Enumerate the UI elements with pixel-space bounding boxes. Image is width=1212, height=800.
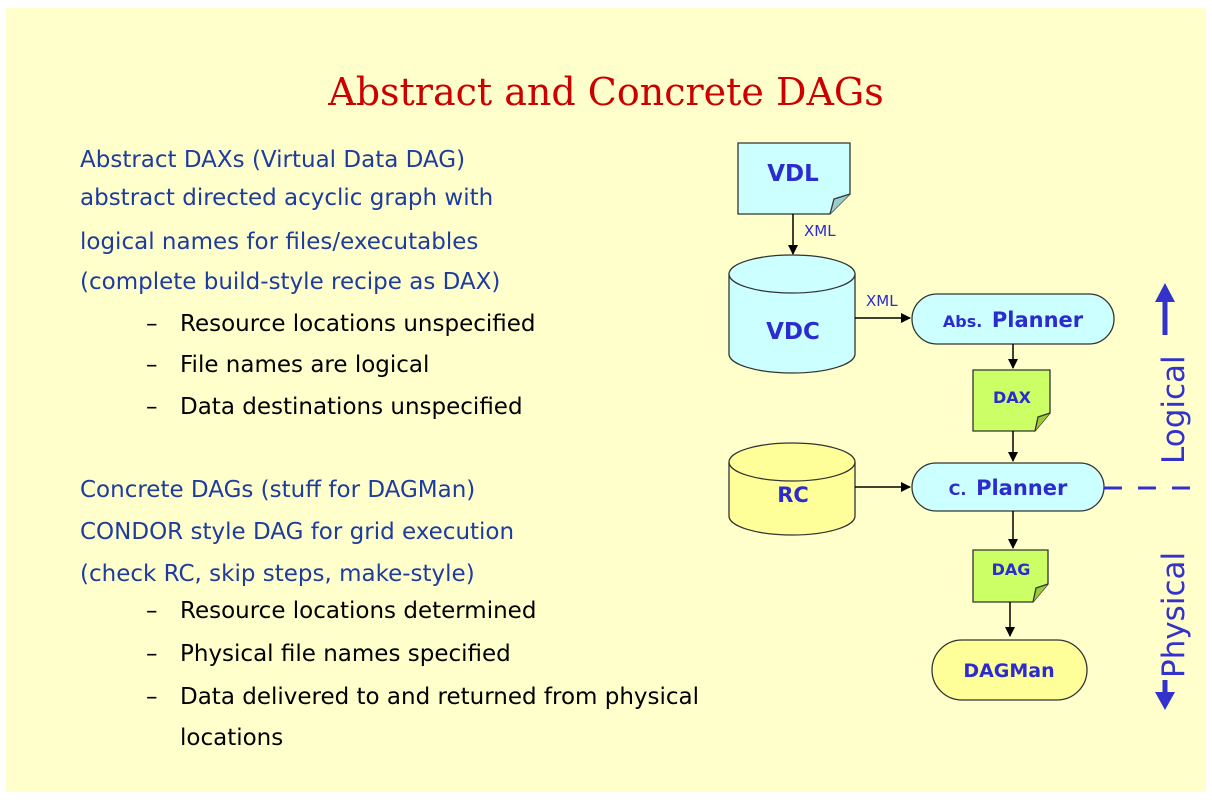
- bullet-dash: –: [146, 311, 158, 337]
- concrete-bullet-2: Physical file names specified: [180, 641, 511, 667]
- vdl-document-node: VDL: [737, 142, 851, 215]
- dagman-label: DAGMan: [963, 660, 1054, 682]
- abstract-bullet-2: File names are logical: [180, 352, 430, 378]
- dagman-node: DAGMan: [931, 639, 1088, 701]
- c-planner-label: Planner: [976, 476, 1068, 500]
- abstract-bullet-3: Data destinations unspecified: [180, 394, 523, 420]
- dax-label: DAX: [993, 388, 1032, 407]
- bullet-dash: –: [146, 684, 158, 710]
- bullet-dash: –: [146, 641, 158, 667]
- svg-text:Abs. Planner: Abs. Planner: [943, 308, 1084, 332]
- vdl-label: VDL: [767, 161, 819, 187]
- physical-down-arrow: [1155, 680, 1175, 710]
- concrete-line-1: Concrete DAGs (stuff for DAGMan): [80, 477, 476, 503]
- xml-label-2: XML: [866, 292, 898, 310]
- concrete-line-3: (check RC, skip steps, make-style): [80, 561, 475, 587]
- abstract-bullet-1: Resource locations unspecified: [180, 311, 536, 337]
- concrete-bullet-3-continued: locations: [180, 725, 284, 751]
- logical-up-arrow: [1155, 283, 1175, 335]
- slide-title: Abstract and Concrete DAGs: [328, 70, 884, 114]
- logical-label: Logical: [1156, 355, 1192, 464]
- c-planner-node: C. Planner: [911, 462, 1105, 512]
- rc-database-node: RC: [728, 442, 856, 536]
- bullet-dash: –: [146, 352, 158, 378]
- c-planner-prefix: C.: [949, 480, 967, 499]
- concrete-bullet-1: Resource locations determined: [180, 598, 537, 624]
- abstract-line-4: (complete build-style recipe as DAX): [80, 269, 501, 295]
- abstract-line-3: logical names for files/executables: [80, 229, 479, 255]
- rc-label: RC: [777, 483, 809, 507]
- abstract-line-2: abstract directed acyclic graph with: [80, 185, 494, 211]
- abs-planner-prefix: Abs.: [943, 312, 982, 331]
- concrete-line-2: CONDOR style DAG for grid execution: [80, 519, 515, 545]
- abs-planner-label: Planner: [992, 308, 1084, 332]
- physical-label: Physical: [1156, 552, 1192, 678]
- dag-document-node: DAG: [972, 549, 1049, 603]
- abs-planner-node: Abs. Planner: [911, 293, 1115, 345]
- vdc-database-node: VDC: [728, 254, 856, 374]
- abstract-line-1: Abstract DAXs (Virtual Data DAG): [80, 147, 466, 173]
- concrete-bullet-3: Data delivered to and returned from phys…: [180, 684, 700, 710]
- bullet-dash: –: [146, 598, 158, 624]
- vdc-label: VDC: [766, 319, 820, 345]
- xml-label-1: XML: [804, 222, 836, 240]
- dag-label: DAG: [992, 560, 1031, 579]
- svg-text:C. Planner: C. Planner: [949, 476, 1068, 500]
- bullet-dash: –: [146, 394, 158, 420]
- dax-document-node: DAX: [972, 369, 1051, 432]
